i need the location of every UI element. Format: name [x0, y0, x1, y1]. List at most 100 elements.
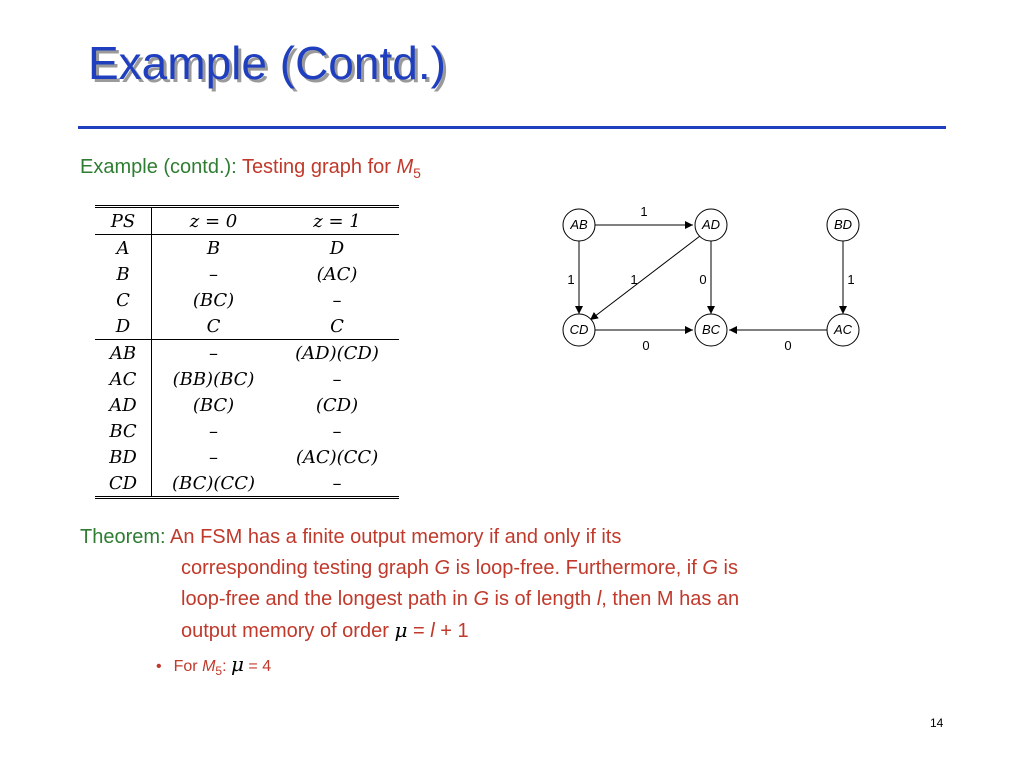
table-cell: – — [332, 289, 342, 311]
edge-label-ab-cd: 1 — [567, 272, 574, 287]
table-cell: – — [209, 263, 219, 285]
edge-ad-cd — [589, 235, 701, 321]
theorem-text: output memory of order — [181, 620, 395, 642]
table-cell: (AD)(CD) — [275, 339, 399, 366]
table-cell: AD — [95, 392, 152, 418]
machine-name: M — [202, 658, 216, 675]
table-cell: – — [151, 339, 276, 366]
table-cell: C — [206, 315, 221, 337]
graph-node-ac: AC — [826, 313, 860, 347]
edge-label-ab-ad: 1 — [640, 204, 647, 219]
table-cell: D — [95, 313, 152, 340]
theorem-label: Theorem: — [80, 526, 166, 548]
table-cell: (CD) — [315, 394, 359, 416]
graph-node-ab: AB — [562, 208, 596, 242]
subheading-prefix: Example (contd.): — [80, 156, 237, 178]
table-cell: AC — [95, 366, 152, 392]
page-number: 14 — [930, 716, 944, 730]
machine-name: M — [396, 156, 414, 178]
length-symbol: l — [430, 620, 435, 642]
table-header-z0: z = 0 — [151, 206, 276, 235]
graph-symbol: G — [473, 588, 489, 610]
node-label: BD — [834, 217, 852, 232]
table-cell: – — [209, 446, 219, 468]
bullet-item: • For M5: μ = 4 — [156, 652, 271, 678]
table-row: BD – (AC)(CC) — [95, 444, 399, 470]
title-divider — [78, 126, 946, 129]
table-cell: – — [332, 472, 342, 494]
edge-label-bd-ac: 1 — [847, 272, 854, 287]
table-cell: A — [95, 234, 152, 261]
node-label: AC — [833, 322, 853, 337]
theorem-line-1: Theorem: An FSM has a finite output memo… — [80, 522, 940, 553]
subheading-text: Testing graph for — [241, 156, 391, 178]
table-cell: (BB)(BC) — [172, 368, 255, 390]
theorem-text: , then M has an — [601, 588, 740, 610]
theorem-text: is loop-free. Furthermore, if — [450, 557, 703, 579]
theorem-text: loop-free and the longest path in — [181, 588, 474, 610]
bullet-value: = 4 — [243, 658, 272, 675]
graph-node-cd: CD — [562, 313, 596, 347]
table-cell: (AC)(CC) — [295, 446, 379, 468]
node-label: CD — [570, 322, 589, 337]
testing-graph: 1 1 1 0 1 0 0 AB AD BD CD BC AC — [562, 204, 860, 353]
theorem-line-2: corresponding testing graph G is loop-fr… — [80, 553, 940, 584]
table-row: AC (BB)(BC) – — [95, 366, 399, 392]
table-row: AB–(AD)(CD) — [95, 339, 399, 366]
length-symbol: l — [596, 588, 602, 610]
theorem-line-4: output memory of order μ = l + 1 — [80, 615, 940, 647]
theorem-text: is — [717, 557, 738, 579]
table-cell: – — [209, 420, 219, 442]
node-label: BC — [702, 322, 721, 337]
theorem-line-3: loop-free and the longest path in G is o… — [80, 584, 940, 615]
graph-node-bc: BC — [694, 313, 728, 347]
table-header-ps: PS — [95, 206, 152, 235]
table-cell: B — [206, 237, 221, 259]
theorem-text: = — [407, 620, 431, 642]
edge-label-ad-bc: 0 — [699, 272, 706, 287]
subheading: Example (contd.): Testing graph for M5 — [80, 156, 421, 181]
table-cell: C — [95, 287, 152, 313]
graph-symbol: G — [434, 557, 451, 579]
theorem: Theorem: An FSM has a finite output memo… — [80, 522, 940, 647]
mu-symbol: μ — [394, 618, 408, 642]
table-cell: (BC) — [192, 289, 235, 311]
table-cell: CD — [95, 470, 152, 498]
graph-node-bd: BD — [826, 208, 860, 242]
mu-symbol: μ — [230, 652, 244, 676]
table-row: AD (BC) (CD) — [95, 392, 399, 418]
edge-label-ad-cd: 1 — [630, 272, 637, 287]
theorem-text: An FSM has a finite output memory if and… — [170, 526, 622, 548]
edge-label-cd-bc: 0 — [642, 338, 649, 353]
table-cell: (BC) — [192, 394, 235, 416]
bullet-text: For — [173, 658, 203, 675]
machine-subscript: 5 — [215, 664, 223, 679]
node-label: AD — [701, 217, 720, 232]
table-row: BC – – — [95, 418, 399, 444]
table-row: B – (AC) — [95, 261, 399, 287]
table-cell: (AC) — [316, 263, 358, 285]
table-header-row: PS z = 0 z = 1 — [95, 206, 399, 235]
table-cell: BD — [95, 444, 152, 470]
theorem-text: is of length — [489, 588, 597, 610]
graph-node-ad: AD — [694, 208, 728, 242]
theorem-text: corresponding testing graph — [181, 557, 435, 579]
table-cell: – — [332, 420, 342, 442]
table-cell: B — [95, 261, 152, 287]
table-cell: BC — [95, 418, 152, 444]
table-cell: AB — [95, 339, 152, 366]
table-row: CD (BC)(CC) – — [95, 470, 399, 498]
bullet-text: : — [222, 658, 227, 675]
graph-symbol: G — [702, 557, 718, 579]
slide-title: Example (Contd.) — [88, 37, 446, 89]
table-cell: D — [329, 237, 345, 259]
table-cell: (BC)(CC) — [172, 472, 255, 494]
table-cell: – — [332, 368, 342, 390]
table-cell: C — [330, 315, 344, 337]
table-header-z1: z = 1 — [275, 206, 399, 235]
machine-subscript: 5 — [413, 165, 421, 181]
bullet-dot-icon: • — [156, 658, 162, 675]
